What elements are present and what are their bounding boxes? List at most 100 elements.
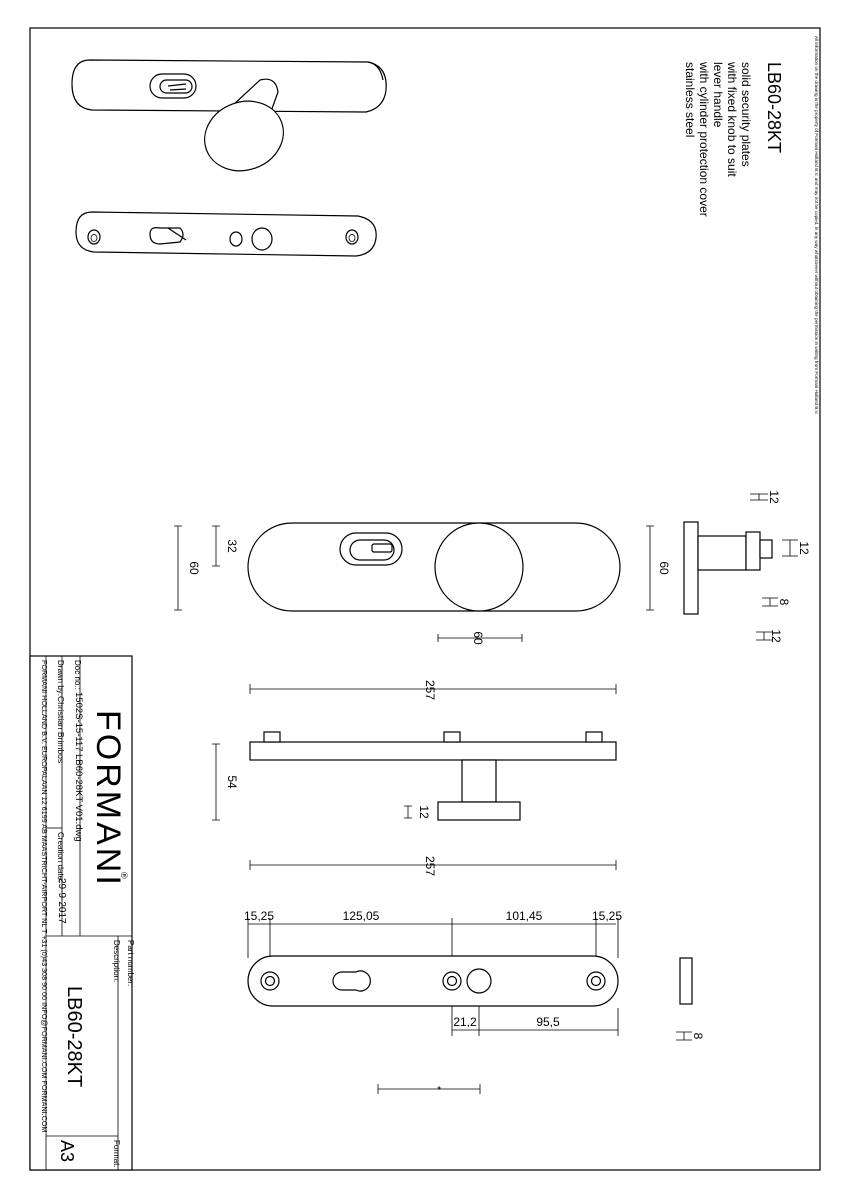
- front-plate: [247, 522, 621, 612]
- dim-back-d4: 15,25: [592, 909, 622, 923]
- format-value: A3: [57, 1140, 77, 1162]
- side-knob-head: [745, 531, 761, 571]
- dim-back-length: 257: [423, 856, 437, 876]
- dim-edge-plate-line: [676, 1031, 692, 1041]
- product-description-group: solid security plates with fixed knob to…: [683, 61, 753, 217]
- description-label: Description:: [112, 940, 121, 982]
- dim-back-d6: 95,5: [536, 1015, 560, 1029]
- dim-back-d5: 21,2: [453, 1015, 477, 1029]
- iso-knob-face: [204, 100, 284, 172]
- isometric-knob-view: [71, 59, 387, 172]
- iso-knob-hole: [251, 227, 273, 251]
- back-knob-hole: [466, 968, 492, 994]
- top-tab-right: [585, 731, 603, 743]
- dim-side-top-mark: [750, 493, 768, 501]
- doc-value: 1502S-15-117 LB60-28KT V01.dwg: [73, 692, 84, 842]
- top-tab-mid: [443, 731, 461, 743]
- iso-screw-hole-right-inner: [348, 234, 356, 242]
- dim-knob-line: [437, 634, 523, 642]
- dim-front-plate: 32: [225, 539, 239, 553]
- dim-top-length: 257: [423, 680, 437, 700]
- created-label: Creation date:: [56, 832, 65, 882]
- product-title: LB60-28KT: [764, 62, 784, 153]
- scale-mark: *: [431, 1086, 442, 1090]
- disclaimer-group: All information on the drawing is the pr…: [814, 36, 819, 415]
- description-line-3: lever handle: [711, 62, 725, 128]
- created-value: 29-9-2017: [56, 878, 67, 924]
- dim-top-knob-line: [404, 805, 412, 819]
- dim-knob: 60: [471, 631, 485, 645]
- side-cylinder-stub: [759, 539, 773, 559]
- doc-label: Doc no.:: [73, 660, 82, 690]
- dim-front-left-line: [174, 525, 182, 611]
- dim-side-knob: 12: [797, 541, 811, 555]
- dim-side-plate-mark: [762, 597, 778, 607]
- product-title-group: LB60-28KT: [764, 62, 784, 153]
- back-plate: [247, 955, 619, 1007]
- front-cover-slot: [371, 543, 393, 553]
- dim-top-length-line: [249, 684, 617, 694]
- iso-plate-edge: [367, 61, 384, 81]
- back-screw-hole-mid-inner: [446, 975, 458, 987]
- dim-front-left: 60: [187, 561, 201, 575]
- dim-top-depth-line: [212, 743, 220, 821]
- iso-cylinder-hole-line: [167, 227, 187, 241]
- dim-front-plate-line: [212, 525, 220, 567]
- dim-back-d1: 15,25: [244, 909, 274, 923]
- dim-front-right-line: [646, 525, 654, 611]
- dim-top-knob: 12: [417, 805, 431, 819]
- iso-cylinder-cover: [149, 73, 197, 99]
- side-view: [683, 493, 798, 641]
- front-cylinder-cover-inner: [349, 539, 395, 561]
- dim-back-d3: 101,45: [506, 909, 543, 923]
- dim-side-bottom-mark: [756, 631, 772, 641]
- partnumber-label: Part number:: [126, 940, 135, 986]
- isometric-backplate-view: [75, 211, 377, 257]
- drawn-label: Drawn by:: [56, 660, 65, 696]
- drawn-value: Christian Brimbos: [56, 696, 66, 763]
- iso-screw-hole-mid: [229, 231, 243, 247]
- edge-plate: [679, 957, 693, 1005]
- dim-lower-chain: [451, 1006, 619, 1036]
- side-knob-neck: [697, 535, 747, 571]
- description-line-5: stainless steel: [683, 62, 697, 137]
- top-knob-neck: [461, 759, 497, 803]
- registered-mark: ®: [119, 872, 129, 879]
- dim-front-right: 60: [657, 561, 671, 575]
- iso-screw-hole-left-inner: [90, 234, 98, 242]
- disclaimer-text: All information on the drawing is the pr…: [814, 36, 819, 415]
- dim-side-bottom: 12: [769, 629, 783, 643]
- dim-top-depth: 54: [225, 775, 239, 789]
- dim-side-plate: 8: [777, 599, 791, 606]
- iso-cover-slot: [167, 83, 187, 91]
- company-address: FORMANI HOLLAND B.V. EUROPALAAN 12 6199 …: [40, 660, 49, 1132]
- top-view: [212, 684, 617, 821]
- back-screw-hole-left-inner: [264, 975, 276, 987]
- back-view: [247, 860, 693, 1094]
- description-value: LB60-28KT: [63, 986, 85, 1087]
- top-plate: [249, 741, 617, 761]
- back-screw-hole-left: [260, 971, 280, 991]
- drawing-border: [29, 27, 821, 1171]
- title-block: [29, 655, 133, 1171]
- iso-backplate: [75, 211, 377, 257]
- brand-logo-text: FORMANI: [89, 710, 127, 888]
- iso-cylinder-cover-inner: [159, 79, 193, 94]
- dim-side-knob-mark: [782, 539, 798, 557]
- dim-side-top: 12: [767, 490, 781, 504]
- top-tab-left: [263, 731, 281, 743]
- iso-plate: [71, 59, 387, 113]
- iso-screw-hole-left: [87, 229, 101, 245]
- iso-cylinder-hole: [149, 227, 184, 245]
- iso-screw-hole-right: [345, 229, 359, 245]
- front-view: [174, 522, 654, 642]
- dim-edge-plate: 8: [691, 1033, 705, 1040]
- titleblock-frame: [29, 655, 133, 1171]
- top-knob-head: [437, 801, 521, 821]
- scale-mark-line: [377, 1084, 481, 1094]
- description-line-2: with fixed knob to suit: [725, 61, 739, 177]
- back-screw-hole-right-inner: [590, 975, 602, 987]
- back-screw-hole-right: [586, 971, 606, 991]
- front-cylinder-cover: [339, 532, 403, 566]
